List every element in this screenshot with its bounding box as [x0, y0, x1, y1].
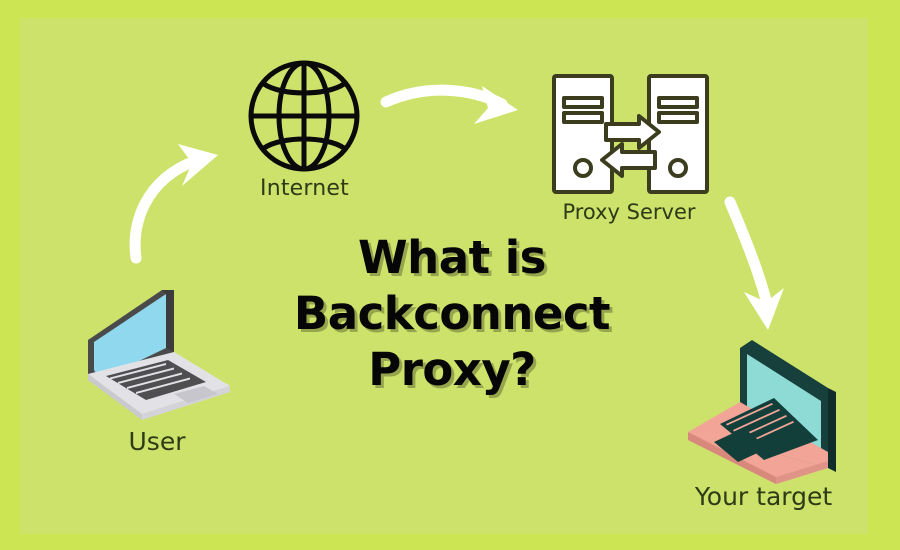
node-proxy-server-label: Proxy Server: [562, 200, 696, 224]
node-internet-label: Internet: [260, 176, 349, 201]
node-target-label: Your target: [694, 482, 833, 511]
node-proxy-server: Proxy Server: [534, 72, 724, 237]
node-target: Your target: [656, 332, 871, 522]
node-internet: Internet: [232, 58, 377, 213]
node-user: User: [62, 282, 252, 472]
title-line-2: Backconnect: [293, 287, 611, 340]
page-title: What is Backconnect Proxy?: [252, 230, 652, 398]
laptop-icon: [88, 290, 230, 420]
node-user-label: User: [128, 427, 186, 456]
globe-icon: [248, 60, 360, 172]
arrow-user-to-internet: [129, 144, 218, 264]
laptop-icon: [688, 340, 836, 484]
server-icon: [552, 74, 709, 194]
title-line-3: Proxy?: [368, 343, 536, 396]
title-line-1: What is: [358, 231, 546, 284]
arrow-internet-to-proxy: [380, 84, 518, 124]
arrow-proxy-to-target: [724, 196, 784, 330]
